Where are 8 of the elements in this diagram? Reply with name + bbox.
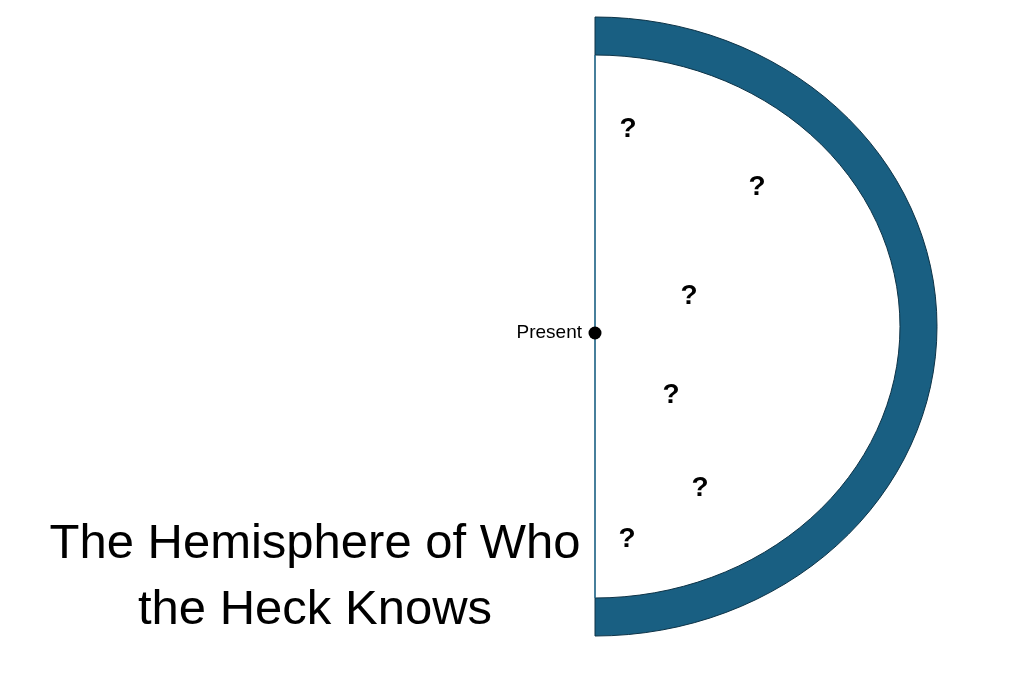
question-mark: ? (662, 380, 680, 408)
question-mark: ? (619, 114, 637, 142)
question-mark: ? (618, 524, 636, 552)
question-mark: ? (748, 172, 766, 200)
point-label: Present (516, 322, 582, 341)
question-mark: ? (691, 473, 709, 501)
question-mark: ? (680, 281, 698, 309)
title: The Hemisphere of Who the Heck Knows (48, 513, 582, 636)
